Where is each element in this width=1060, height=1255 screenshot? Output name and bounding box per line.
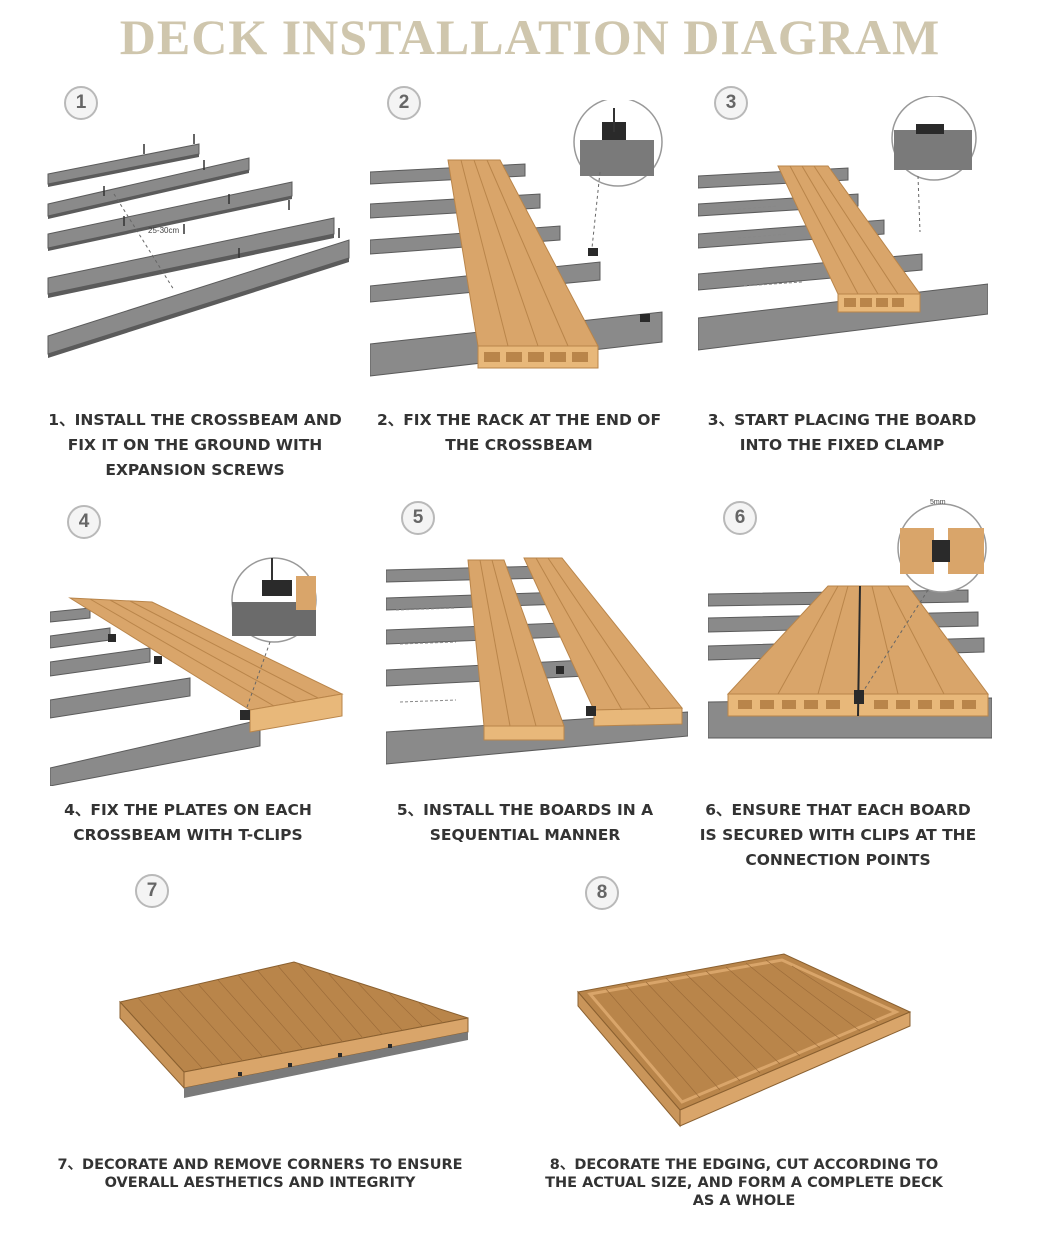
caption-line: SEQUENTIAL MANNER xyxy=(429,826,621,844)
caption-line: AS A WHOLE xyxy=(692,1193,796,1209)
caption-line: IS SECURED WITH CLIPS AT THE xyxy=(699,826,977,844)
step-2-badge: 2 xyxy=(387,86,421,120)
step-5-caption: 5、INSTALL THE BOARDS IN A SEQUENTIAL MAN… xyxy=(372,798,678,848)
step-1-caption: 1、INSTALL THE CROSSBEAM AND FIX IT ON TH… xyxy=(40,408,350,483)
caption-line: 5、INSTALL THE BOARDS IN A xyxy=(396,801,654,819)
caption-line: THE ACTUAL SIZE, AND FORM A COMPLETE DEC… xyxy=(545,1175,943,1191)
step-4-badge: 4 xyxy=(67,505,101,539)
caption-line: 6、ENSURE THAT EACH BOARD xyxy=(705,801,971,819)
caption-line: CROSSBEAM WITH T-CLIPS xyxy=(73,826,303,844)
step-4-caption: 4、FIX THE PLATES ON EACH CROSSBEAM WITH … xyxy=(40,798,336,848)
caption-line: 4、FIX THE PLATES ON EACH xyxy=(64,801,312,819)
caption-line: CONNECTION POINTS xyxy=(745,851,931,869)
step-6-caption: 6、ENSURE THAT EACH BOARD IS SECURED WITH… xyxy=(690,798,986,873)
step-3-badge: 3 xyxy=(714,86,748,120)
step-8-badge: 8 xyxy=(585,876,619,910)
caption-line: 3、START PLACING THE BOARD xyxy=(707,411,977,429)
step-7-deck-corners-illustration xyxy=(119,961,469,1098)
step-4-t-clip-illustration xyxy=(50,557,344,786)
caption-line: 2、FIX THE RACK AT THE END OF xyxy=(376,411,662,429)
caption-line: 7、DECORATE AND REMOVE CORNERS TO ENSURE xyxy=(57,1157,463,1173)
step-1-badge: 1 xyxy=(64,86,98,120)
step-8-complete-deck-illustration xyxy=(577,953,912,1128)
step-6-connection-clips-illustration: 5mm xyxy=(708,499,992,739)
diagram-title: DECK INSTALLATION DIAGRAM xyxy=(119,9,941,65)
step-5-badge: 5 xyxy=(401,501,435,535)
step-5-sequential-boards-illustration xyxy=(386,557,688,765)
step-3-board-placing-illustration xyxy=(698,96,988,351)
step-2-rack-illustration xyxy=(370,100,663,377)
caption-line: 8、DECORATE THE EDGING, CUT ACCORDING TO xyxy=(549,1157,939,1173)
caption-line: EXPANSION SCREWS xyxy=(105,461,285,479)
spacing-label: 25-30cm xyxy=(148,226,179,235)
caption-line: THE CROSSBEAM xyxy=(445,436,593,454)
gap-label: 5mm xyxy=(930,499,946,506)
step-7-badge: 7 xyxy=(135,874,169,908)
caption-line: 1、INSTALL THE CROSSBEAM AND xyxy=(48,411,342,429)
step-2-caption: 2、FIX THE RACK AT THE END OF THE CROSSBE… xyxy=(366,408,672,458)
step-7-caption: 7、DECORATE AND REMOVE CORNERS TO ENSURE … xyxy=(42,1156,478,1192)
step-3-caption: 3、START PLACING THE BOARD INTO THE FIXED… xyxy=(692,408,992,458)
caption-line: FIX IT ON THE GROUND WITH xyxy=(67,436,323,454)
step-1-crossbeam-illustration: 25-30cm xyxy=(47,134,350,358)
caption-line: INTO THE FIXED CLAMP xyxy=(739,436,945,454)
step-6-badge: 6 xyxy=(723,501,757,535)
step-8-caption: 8、DECORATE THE EDGING, CUT ACCORDING TO … xyxy=(522,1156,966,1210)
caption-line: OVERALL AESTHETICS AND INTEGRITY xyxy=(104,1175,416,1191)
